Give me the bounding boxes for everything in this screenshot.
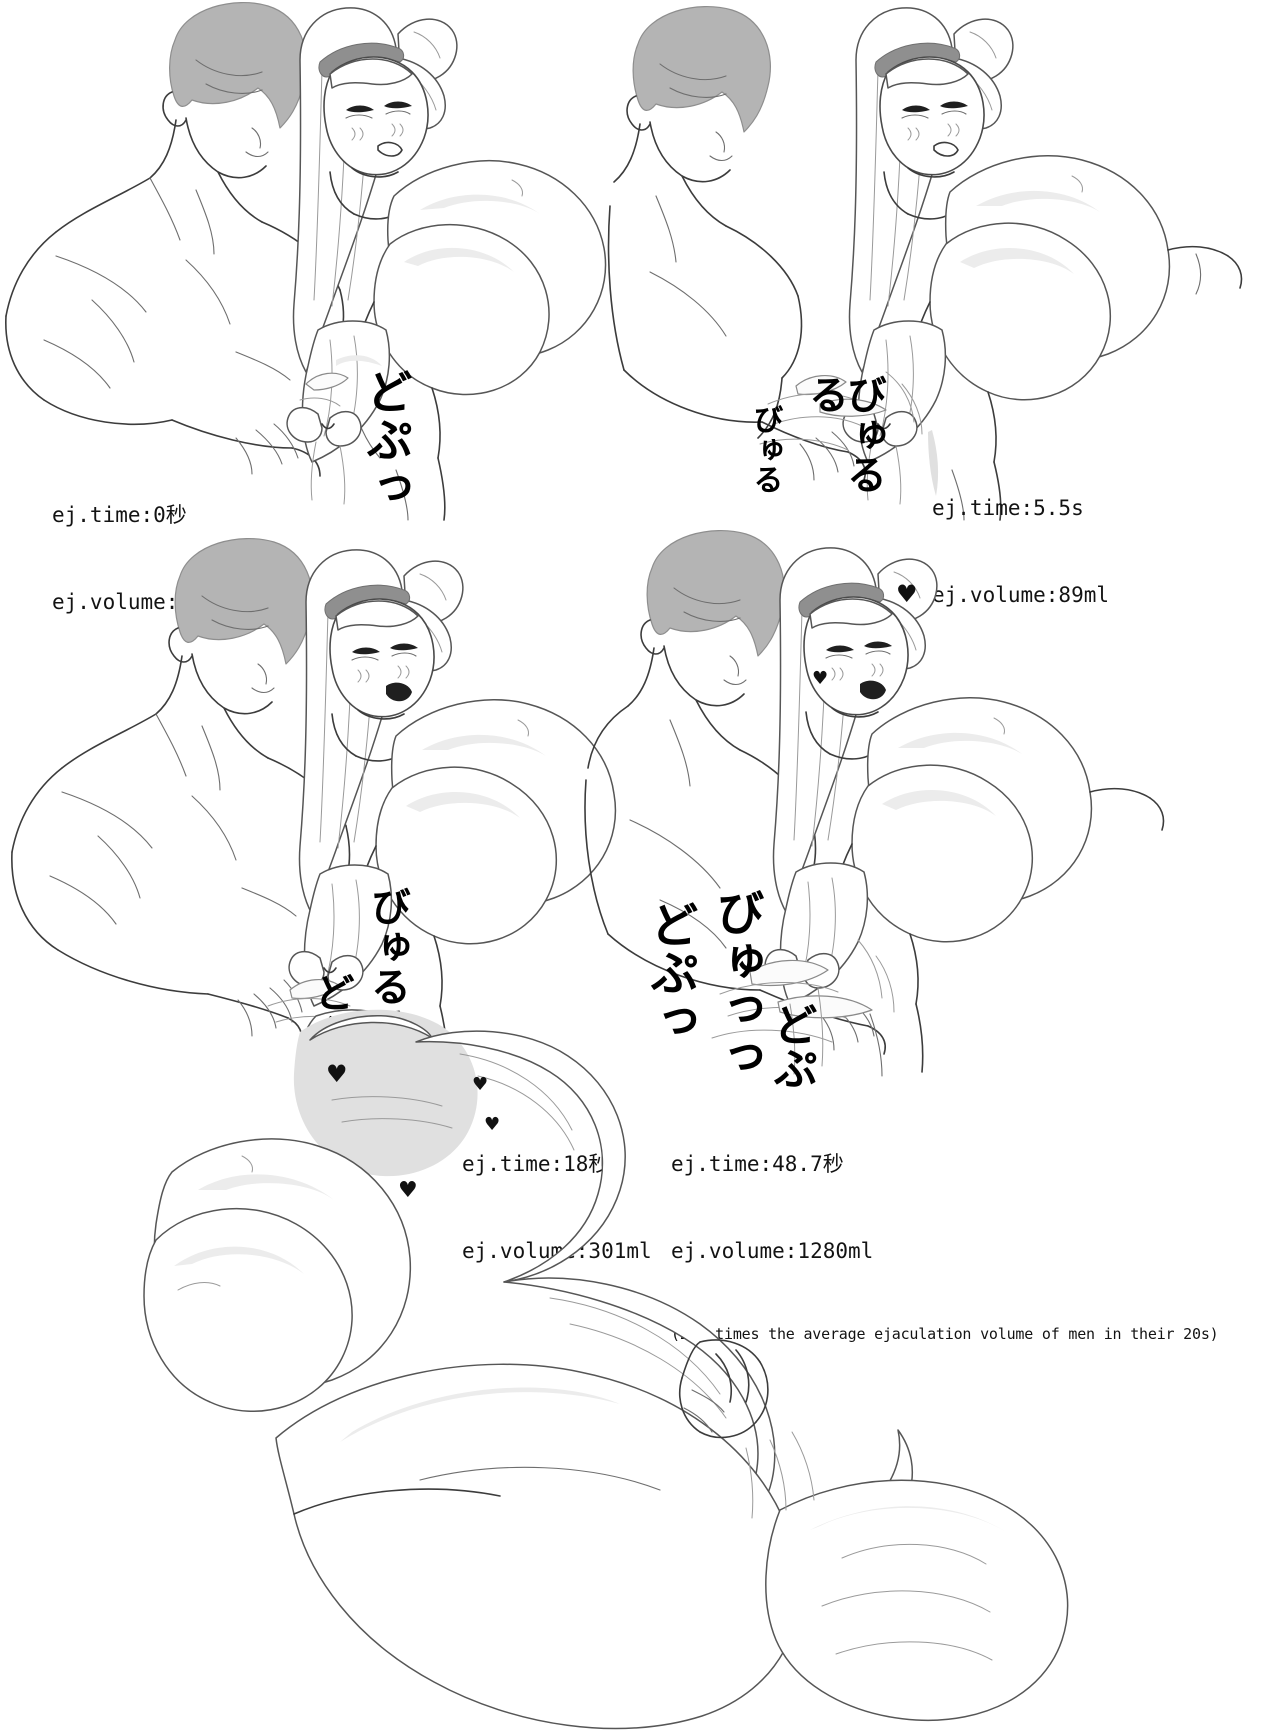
panel-1-ej-time: ej.time:0秒 xyxy=(52,502,187,527)
panel-4-caption: ej.time:48.7秒 ej.volume:1280ml (256 time… xyxy=(671,1092,1219,1402)
panel-5-heart-2: ♥ xyxy=(472,1074,489,1095)
panel-4: びゅっっ どぷっ どぷ ♥ ♥ xyxy=(584,520,1280,1160)
panel-2-sfx-1: びゅるる xyxy=(802,374,886,494)
panel-4-sfx-2: どぷっ xyxy=(641,900,698,1044)
panel-5-heart-1: ♥ xyxy=(326,1060,348,1088)
panel-2: びゅるる びゅる ej.time:5.5s ej.volume:89ml xyxy=(607,0,1280,607)
panel-5-heart-3: ♥ xyxy=(398,1178,418,1203)
panel-4-heart-2: ♥ xyxy=(812,668,829,689)
panel-5-lineart xyxy=(143,1009,1069,1730)
panel-2-ej-volume: ej.volume:89ml xyxy=(932,582,1110,607)
panel-3-heart-2: ♥ xyxy=(484,1114,501,1135)
panel-4-ej-note: (256 times the average ejaculation volum… xyxy=(671,1324,1219,1343)
panel-4-heart-1: ♥ xyxy=(896,580,918,608)
panel-1-lineart xyxy=(5,2,607,521)
panel-4-ej-volume: ej.volume:1280ml xyxy=(671,1238,874,1263)
panel-1-sfx-1: どぷっ xyxy=(359,368,414,512)
panel-4-lineart xyxy=(584,530,1165,1077)
panel-2-lineart xyxy=(607,6,1243,521)
panel-1: どぷっ ej.time:0秒 ej.volume:0ml xyxy=(0,0,620,614)
panel-4-sfx-1: びゅっっ xyxy=(707,888,764,1080)
panel-2-ej-time: ej.time:5.5s xyxy=(932,495,1084,520)
panel-3-ej-time: ej.time:18秒 xyxy=(462,1151,610,1176)
panel-5: ♥ ♥ ♥ xyxy=(80,990,1140,1730)
panel-4-ej-time: ej.time:48.7秒 xyxy=(671,1151,844,1176)
panel-2-sfx-2: びゅる xyxy=(747,404,783,494)
panel-2-caption: ej.time:5.5s ej.volume:89ml xyxy=(932,436,1109,668)
panel-4-sfx-3: どぷ xyxy=(765,1002,817,1090)
